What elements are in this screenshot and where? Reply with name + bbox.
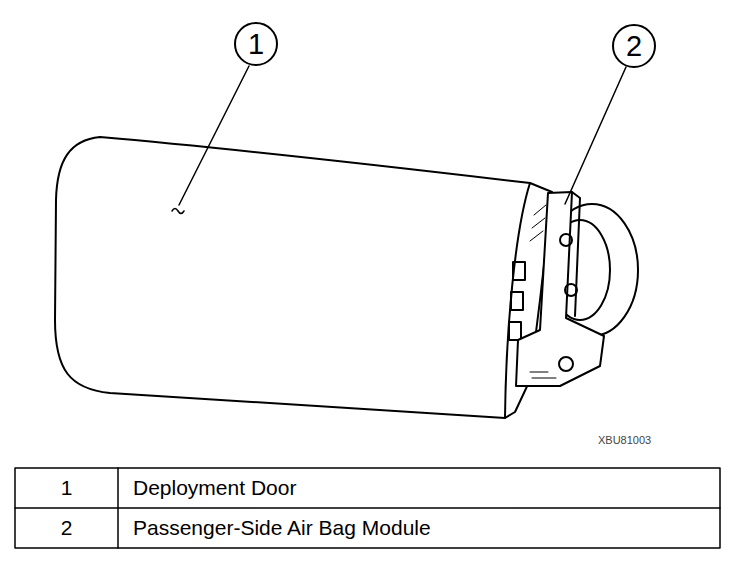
bolt [559, 357, 573, 371]
module-bracket [516, 192, 604, 386]
leader-line [179, 66, 249, 205]
callout-number: 2 [626, 32, 642, 61]
table-cell: 2 [15, 515, 118, 540]
table-cell: 1 [15, 475, 118, 500]
callout-circle: 2 [612, 24, 656, 68]
table-rule [15, 507, 720, 509]
bolt [560, 234, 572, 246]
door-hatch [530, 205, 546, 241]
door-tab [513, 262, 525, 280]
leader-line [565, 67, 626, 204]
bracket-hatch [530, 372, 556, 378]
door-tab [509, 322, 521, 340]
figure-code: XBU81003 [598, 434, 688, 447]
table-rule [117, 468, 119, 548]
leader-squiggle [172, 209, 184, 214]
door-tab [511, 292, 523, 310]
table-cell: Passenger-Side Air Bag Module [133, 515, 713, 540]
table-cell: Deployment Door [133, 475, 713, 500]
bracket-edge [572, 192, 580, 316]
callout-number: 1 [248, 30, 264, 59]
callout-circle: 1 [234, 22, 278, 66]
deployment-door [55, 137, 530, 418]
table-border [15, 468, 720, 548]
bolt [565, 284, 577, 296]
